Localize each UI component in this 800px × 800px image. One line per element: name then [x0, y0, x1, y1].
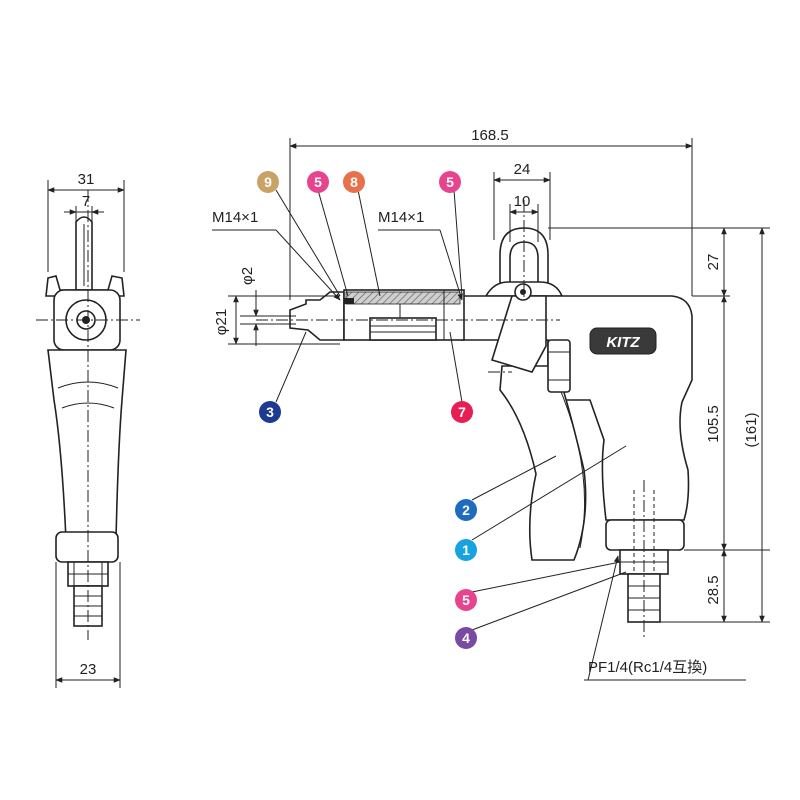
svg-text:9: 9 [264, 174, 272, 190]
thread-label-a: M14×1 [212, 209, 258, 226]
svg-text:2: 2 [462, 502, 470, 518]
dim-ring-height: 27 [705, 254, 722, 271]
nozzle-tip [289, 291, 345, 341]
part-balloon-5a: 5 [307, 171, 329, 193]
part-balloon-5c: 5 [455, 589, 477, 611]
dim-total-height: (161) [743, 412, 760, 447]
side-base [55, 531, 119, 563]
trigger-lever [490, 295, 547, 373]
dim-ring-outer: 24 [514, 161, 531, 178]
bottom-collar [605, 519, 685, 551]
dim-nozzle-dia: φ21 [213, 309, 230, 335]
part-balloon-7: 7 [451, 401, 473, 423]
dim-side-width: 31 [78, 171, 95, 188]
svg-text:4: 4 [462, 630, 470, 646]
part-balloons: 9 5 8 5 3 7 2 1 [257, 171, 477, 649]
port-label: PF1/4(Rc1/4互換) [588, 659, 707, 676]
svg-text:7: 7 [458, 404, 466, 420]
logo-badge [589, 327, 657, 355]
thread-section [345, 291, 461, 305]
dim-side-base: 23 [80, 661, 97, 678]
side-view: 31 7 23 [36, 171, 140, 688]
logo-text: KITZ [606, 334, 640, 351]
part-balloon-2: 2 [455, 499, 477, 521]
dim-ring-inner: 10 [514, 193, 531, 210]
part-balloon-5b: 5 [439, 171, 461, 193]
part-balloon-8: 8 [343, 171, 365, 193]
dim-overall-length: 168.5 [471, 127, 509, 144]
dim-side-slot: 7 [82, 193, 90, 210]
side-handle [47, 349, 127, 541]
dim-fitting-height: 28.5 [705, 575, 722, 604]
svg-text:3: 3 [266, 404, 274, 420]
svg-text:5: 5 [446, 174, 454, 190]
thread-label-b: M14×1 [378, 209, 424, 226]
part-balloon-1: 1 [455, 539, 477, 561]
part-balloon-3: 3 [259, 401, 281, 423]
svg-text:1: 1 [462, 542, 470, 558]
dim-bore: φ2 [239, 267, 256, 285]
svg-text:8: 8 [350, 174, 358, 190]
svg-text:5: 5 [462, 592, 470, 608]
part-balloon-9: 9 [257, 171, 279, 193]
front-view: KITZ 168.5 24 [212, 127, 770, 681]
body-nut [547, 339, 571, 393]
svg-text:5: 5 [314, 174, 322, 190]
dim-grip-height: 105.5 [705, 405, 722, 443]
part-balloon-4: 4 [455, 627, 477, 649]
